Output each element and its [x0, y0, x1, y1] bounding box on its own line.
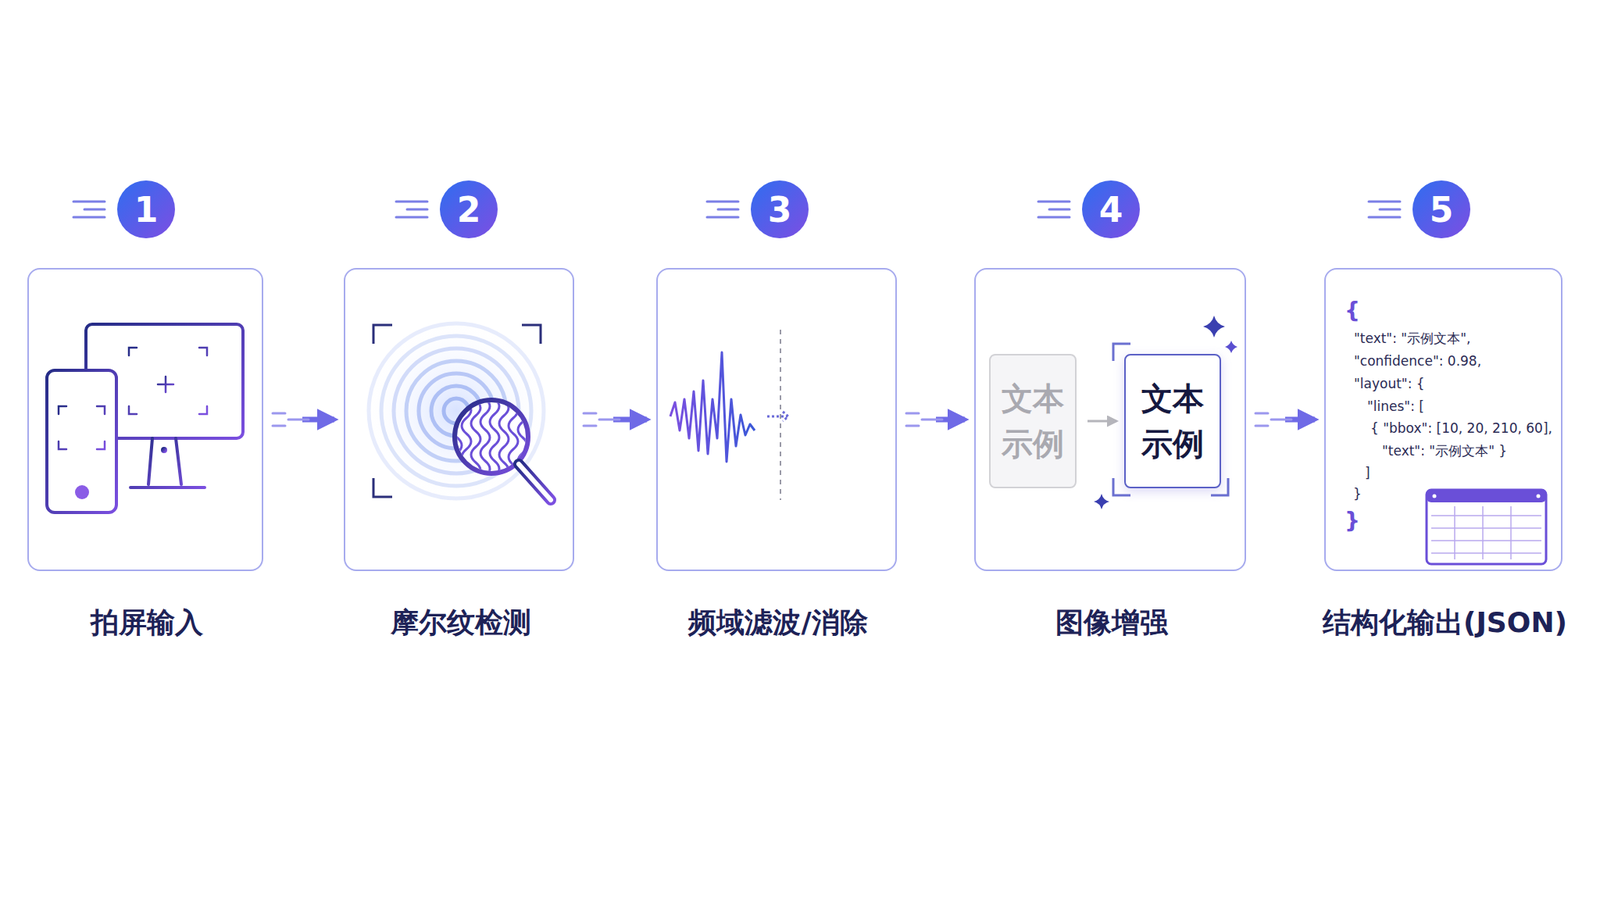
process-box: 频域滤波/消除	[656, 267, 897, 572]
json-line: "layout": {	[1353, 375, 1425, 392]
json-line: {	[1344, 297, 1361, 324]
speed-dash	[906, 425, 919, 428]
waveform	[670, 329, 880, 500]
moire-magnifier	[362, 317, 551, 505]
sample-text: 文本 示例	[996, 375, 1069, 467]
transform-arrow	[1087, 420, 1117, 423]
sharp-text-box: 文本 示例	[1124, 353, 1222, 489]
speed-dash	[906, 412, 919, 415]
step-title: 摩尔纹检测	[390, 603, 532, 643]
step-title: 拍屏输入	[90, 603, 204, 643]
speed-dash	[599, 418, 620, 422]
json-line: ]	[1364, 464, 1371, 481]
speed-dash	[921, 418, 943, 422]
speed-dash	[583, 412, 597, 415]
speed-dash	[1255, 425, 1268, 428]
speed-dash	[1271, 418, 1292, 422]
json-line: "text": "示例文本",	[1353, 329, 1471, 348]
json-line: }	[1344, 507, 1361, 534]
speed-lines	[73, 201, 1400, 218]
speed-dash	[583, 425, 597, 428]
process-box: 图像增强文本 示例文本 示例	[974, 267, 1247, 572]
json-line: }	[1353, 485, 1362, 502]
json-line: { "bbox": [10, 20, 210, 60],	[1370, 420, 1553, 436]
device-icon	[46, 324, 243, 513]
process-box: 摩尔纹检测	[343, 267, 575, 572]
step-title: 结构化输出(JSON)	[1322, 603, 1568, 643]
step-number: 2	[439, 180, 498, 239]
step-title: 频域滤波/消除	[688, 603, 868, 643]
blurry-text-box: 文本 示例	[989, 353, 1077, 489]
table-icon	[1426, 489, 1547, 565]
sparkles	[1093, 315, 1238, 510]
step-number: 3	[750, 180, 809, 239]
step-number: 5	[1412, 180, 1471, 239]
speed-dash	[272, 425, 286, 428]
json-line: "lines": [	[1367, 398, 1425, 415]
json-line: "text": "示例文本" }	[1382, 442, 1508, 461]
speed-dash	[288, 418, 309, 422]
speed-dash	[272, 412, 286, 415]
step-number: 4	[1082, 180, 1140, 239]
step-number: 1	[117, 180, 175, 239]
speed-dash	[1255, 412, 1268, 415]
json-line: "confidence": 0.98,	[1353, 353, 1482, 369]
process-box: 拍屏输入	[27, 267, 264, 572]
sample-text: 文本 示例	[1136, 375, 1209, 467]
step-title: 图像增强	[1055, 603, 1168, 643]
